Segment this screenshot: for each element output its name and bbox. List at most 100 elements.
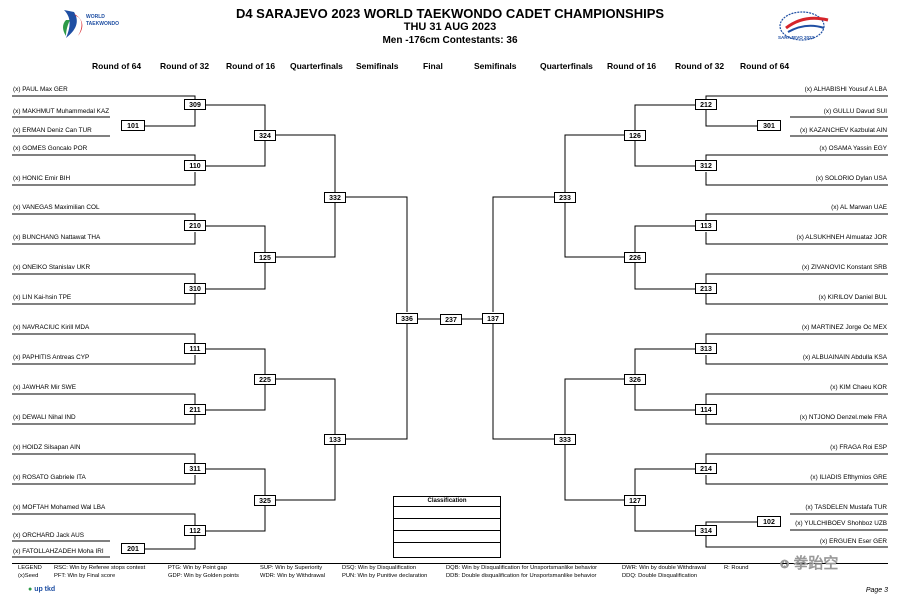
header-final: Final xyxy=(423,61,443,71)
classification-row xyxy=(394,507,500,519)
athlete-right: (x) SOLORIO Dylan USA xyxy=(815,175,887,182)
athlete-left: (x) PAPHITIS Antreas CYP xyxy=(13,354,90,361)
athlete-left: (x) ERMAN Deniz Can TUR xyxy=(13,127,92,134)
athlete-left: (x) HOIDZ Silsapan AIN xyxy=(13,444,81,451)
athlete-left: (x) MOFTAH Mohamed Wal LBA xyxy=(13,504,106,511)
header-right-qf: Quarterfinals xyxy=(540,61,593,71)
athlete-left: (x) GOMES Goncalo POR xyxy=(13,145,88,152)
match-box: 125 xyxy=(254,252,276,263)
athlete-right: (x) ALBUAINAIN Abdulla KSA xyxy=(802,354,887,361)
athlete-right: (x) AL Marwan UAE xyxy=(831,204,887,211)
athlete-right: (x) ERGUEN Eser GER xyxy=(819,538,887,545)
legend-item: WDR: Win by Withdrawal xyxy=(260,573,326,579)
classification-row xyxy=(394,519,500,531)
page-title: D4 SARAJEVO 2023 WORLD TAEKWONDO CADET C… xyxy=(235,6,665,21)
watermark-text: 拳跆空 xyxy=(793,555,839,572)
match-box: 133 xyxy=(324,434,346,445)
footer-brand-text: up tkd xyxy=(34,586,56,593)
legend-item: PUN: Win by Punitive declaration xyxy=(342,573,428,579)
athlete-left: (x) LIN Kai-hsin TPE xyxy=(13,294,72,301)
match-box: 102 xyxy=(757,516,781,527)
header-right-r16: Round of 16 xyxy=(607,61,657,71)
athlete-right: (x) KAZANCHEV Kazbulat AIN xyxy=(799,127,887,134)
athlete-right: (x) MARTINEZ Jorge Oc MEX xyxy=(801,324,887,331)
match-box: 210 xyxy=(184,220,206,231)
header-right-r64: Round of 64 xyxy=(740,61,790,71)
watermark: ✪ 拳跆空 xyxy=(780,552,838,573)
match-box: 314 xyxy=(695,525,717,536)
match-box: 211 xyxy=(184,404,206,415)
match-box: 310 xyxy=(184,283,206,294)
match-box: 324 xyxy=(254,130,276,141)
uptkd-logo-icon: ● xyxy=(28,586,33,593)
page-number: Page 3 xyxy=(865,587,888,594)
match-box: 336 xyxy=(396,313,418,324)
athlete-right: (x) ALHABISHI Yousuf A LBA xyxy=(804,86,887,93)
athlete-left: (x) FATOLLAHZADEH Moha IRI xyxy=(13,548,104,555)
athlete-left: (x) DEWALI Nihal IND xyxy=(13,414,76,421)
athlete-right: (x) TASDELEN Mustafa TUR xyxy=(805,504,887,511)
legend-item: DQB: Win by Disqualification for Unsport… xyxy=(446,565,598,571)
match-box: 127 xyxy=(624,495,646,506)
athlete-right: (x) KIRILOV Daniel BUL xyxy=(818,294,887,301)
athlete-right: (x) NTJONO Denzel.mele FRA xyxy=(799,414,887,421)
wt-logo-icon xyxy=(63,10,83,38)
match-box: 311 xyxy=(184,463,206,474)
athlete-right: (x) FRAGA Roi ESP xyxy=(830,444,887,451)
athlete-right: (x) YULCHIBOEV Shohboz UZB xyxy=(795,520,887,527)
wt-logo-text: WORLD TAEKWONDO xyxy=(86,14,119,27)
match-box: 325 xyxy=(254,495,276,506)
footer-brand: ● up tkd xyxy=(28,586,55,593)
athlete-left: (x) MAKHMUT Muhammedal KAZ xyxy=(13,108,110,115)
match-box: 137 xyxy=(482,313,504,324)
sarajevo-logo-icon xyxy=(779,11,829,41)
legend-item: PTG: Win by Point gap xyxy=(168,565,227,571)
match-box: 312 xyxy=(695,160,717,171)
athlete-left: (x) ORCHARD Jack AUS xyxy=(13,532,85,539)
match-box: 126 xyxy=(624,130,646,141)
match-box: 201 xyxy=(121,543,145,554)
header-right-r32: Round of 32 xyxy=(675,61,725,71)
event-date: THU 31 AUG 2023 xyxy=(403,21,497,33)
match-box: 332 xyxy=(324,192,346,203)
match-box: 101 xyxy=(121,120,145,131)
legend-item: DSQ: Win by Disqualification xyxy=(342,565,417,571)
athlete-left: (x) JAWHAR Mir SWE xyxy=(13,384,76,391)
athlete-left: (x) HONIC Emir BIH xyxy=(13,175,71,182)
match-box: 313 xyxy=(695,343,717,354)
match-box: 110 xyxy=(184,160,206,171)
classification-title: Classification xyxy=(394,497,500,507)
legend-item: DDQ: Double Disqualification xyxy=(622,573,698,579)
match-box: 333 xyxy=(554,434,576,445)
athlete-right: (x) KIM Chaeu KOR xyxy=(830,384,887,391)
athlete-right: (x) ILIADIS Efthymios GRE xyxy=(810,474,887,481)
legend-item: RSC: Win by Referee stops contest xyxy=(54,565,146,571)
legend-item: GDP: Win by Golden points xyxy=(168,573,239,579)
match-box: 226 xyxy=(624,252,646,263)
header-left-sf: Semifinals xyxy=(356,61,399,71)
match-box: 114 xyxy=(695,404,717,415)
match-box: 212 xyxy=(695,99,717,110)
match-box: 233 xyxy=(554,192,576,203)
classification-table: Classification xyxy=(393,496,501,558)
legend-item: DWR: Win by double Withdrawal xyxy=(622,565,707,571)
athlete-right: (x) OSAMA Yassin EGY xyxy=(819,145,887,152)
athlete-left: (x) ONEIKO Stanislav UKR xyxy=(13,264,91,271)
classification-row xyxy=(394,531,500,543)
match-box: 326 xyxy=(624,374,646,385)
final-match-box: 237 xyxy=(440,314,462,325)
legend-seed: (x)Seed xyxy=(18,573,39,579)
match-box: 214 xyxy=(695,463,717,474)
header-left-qf: Quarterfinals xyxy=(290,61,343,71)
athlete-left: (x) VANEGAS Maximilian COL xyxy=(13,204,100,211)
wechat-icon: ✪ xyxy=(780,559,790,571)
legend-label: LEGEND xyxy=(18,565,42,571)
header-left-r64: Round of 64 xyxy=(92,61,142,71)
division-info: Men -176cm Contestants: 36 xyxy=(382,35,518,46)
match-box: 111 xyxy=(184,343,206,354)
legend-item: PFT: Win by Final score xyxy=(54,573,116,579)
wt-logo: WORLD TAEKWONDO xyxy=(60,8,150,42)
match-box: 301 xyxy=(757,120,781,131)
athlete-right: (x) GULLU Davud SUI xyxy=(823,108,887,115)
